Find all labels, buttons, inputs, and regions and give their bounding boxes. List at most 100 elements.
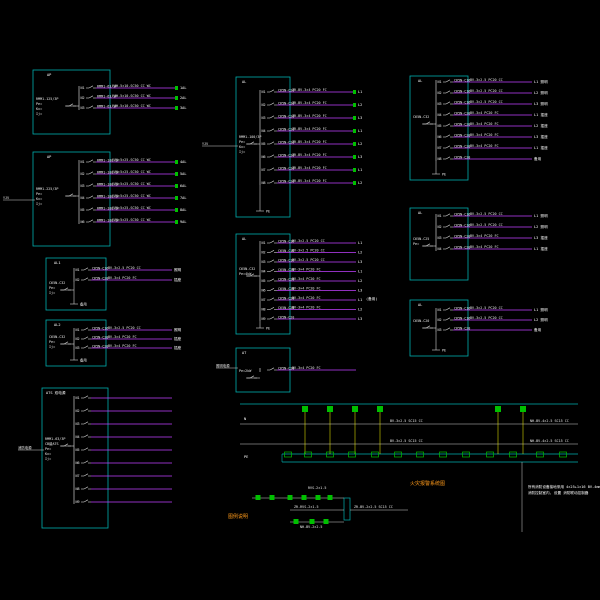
circuit-id: N3 [438,328,442,332]
breaker-blade [88,85,94,89]
pe-label: PE [442,349,446,353]
bus-cable-spec: NH-BV-4×2.5 SC15 CC [530,439,569,443]
breaker-symbol [61,341,71,345]
panel-main-spec: RMM1-63/3P [45,437,65,441]
terminal-block [353,116,356,120]
breaker-symbol [61,443,71,447]
breaker-symbol [86,219,96,223]
circuit-breaker-spec: C65N-C20 [454,155,470,159]
breaker-blade [269,141,275,145]
panel-title: AL [418,303,422,307]
panel-main-spec: C65N-C25 [413,237,429,241]
circuit-id: N6 [262,289,266,293]
legend-device [323,519,329,524]
circuit-id: N4 [438,113,442,117]
circuit-breaker-spec: C65N-C16 [454,306,470,310]
legend-device [315,495,321,500]
breaker-symbol [247,375,257,379]
breaker-symbol [267,89,277,93]
panel-title: AP [47,155,51,159]
feeder-cable-spec: BV-3×4 PC20 FC [470,234,499,238]
feeder-cable-spec: BV-3×2.5 PC20 CC [470,100,503,104]
breaker-symbol [86,105,96,109]
circuit-id: N1 [81,160,85,164]
breaker-symbol [267,278,277,282]
circuit-id: N2 [76,409,80,413]
breaker-symbol [267,297,277,301]
breaker-blade [269,297,275,301]
panel-main-spec: Kx= [36,197,42,201]
circuit-tag: L3 插座 [534,134,548,139]
breaker-symbol [443,112,453,116]
panel-main-spec: Pe= [239,140,245,144]
legend-panel [343,497,351,521]
breaker-blade [88,105,94,109]
bus-device [377,406,383,412]
circuit-id: N2 [262,103,266,107]
breaker-symbol [443,246,453,250]
circuit-id: N8 [262,308,266,312]
terminal-block [175,96,178,100]
circuit-tag: L2 [358,308,362,312]
panel-main-spec: Kx= [36,107,42,111]
circuit-tag: 插座 [174,277,182,282]
breaker-symbol [81,460,91,464]
circuit-id: N9 [262,317,266,321]
alarm-detector [326,451,334,458]
panel-title: ATS 双电源 [46,390,66,395]
bus-device [327,406,333,412]
bus-note: 所有消防设备接地采用 4×25+1×16 BV-4mm² [528,484,600,489]
breaker-blade [445,224,451,228]
legend-device [255,495,261,500]
circuit-breaker-spec: C65N-C16 [92,326,108,330]
breaker-symbol [443,79,453,83]
terminal-block [175,196,178,200]
breaker-symbol [61,287,71,291]
breaker-blade [83,499,89,503]
breaker-symbol [247,273,257,277]
bus-cable-spec: NH-BV-4×2.5 SC15 CC [530,419,569,423]
panel-main-spec: Ij= [45,457,51,461]
pe-label: 备用 [80,358,87,363]
circuit-tag: L2 [358,103,362,107]
circuit-tag: 插座 [174,336,182,341]
circuit-tag: L2 [358,251,362,255]
circuit-id: N3 [262,116,266,120]
bus-device [520,406,526,412]
circuit-breaker-spec: C65N-C20 [278,140,294,144]
legend-cable-spec: ZR-RVS-2×1.5 [294,505,319,509]
feeder-cable-spec: BV-3×2.5 PC20 CC [292,249,325,253]
circuit-id: N7 [76,474,80,478]
breaker-symbol [66,193,76,197]
circuit-breaker-spec: C65N-C20 [278,127,294,131]
breaker-blade [83,460,89,464]
circuit-breaker-spec: C65N-C20 [454,234,470,238]
terminal-block [175,184,178,188]
terminal-block [175,86,178,90]
circuit-breaker-spec: C65N-C16 [92,266,108,270]
spare-label: (备用) [366,296,378,301]
circuit-breaker-spec: C65N-C16 [278,239,294,243]
circuit-breaker-spec: RMM1-63/3P [97,84,117,88]
circuit-tag: L1 [358,270,362,274]
circuit-breaker-spec: C65N-C20 [278,277,294,281]
feeder-cable-spec: BV-3×4 PC20 FC [108,344,137,348]
circuit-tag: L3 照明 [534,101,548,106]
circuit-id: N3 [81,106,85,110]
circuit-breaker-spec: C65N-C16 [278,249,294,253]
breaker-blade [68,103,74,107]
breaker-blade [445,317,451,321]
breaker-blade [249,273,255,277]
feeder-cable-spec: YJV-5×25-SC50 CC WC [112,218,151,222]
circuit-breaker-spec: C65N-C20 [278,179,294,183]
circuit-breaker-spec: C65N-C20 [278,366,294,370]
circuit-tag: L2 照明 [534,317,548,322]
panel-title: AL [418,211,422,215]
breaker-blade [88,171,94,175]
circuit-breaker-spec: C65N-C16 [454,78,470,82]
panel-frame [45,319,107,367]
terminal-block [353,155,356,159]
